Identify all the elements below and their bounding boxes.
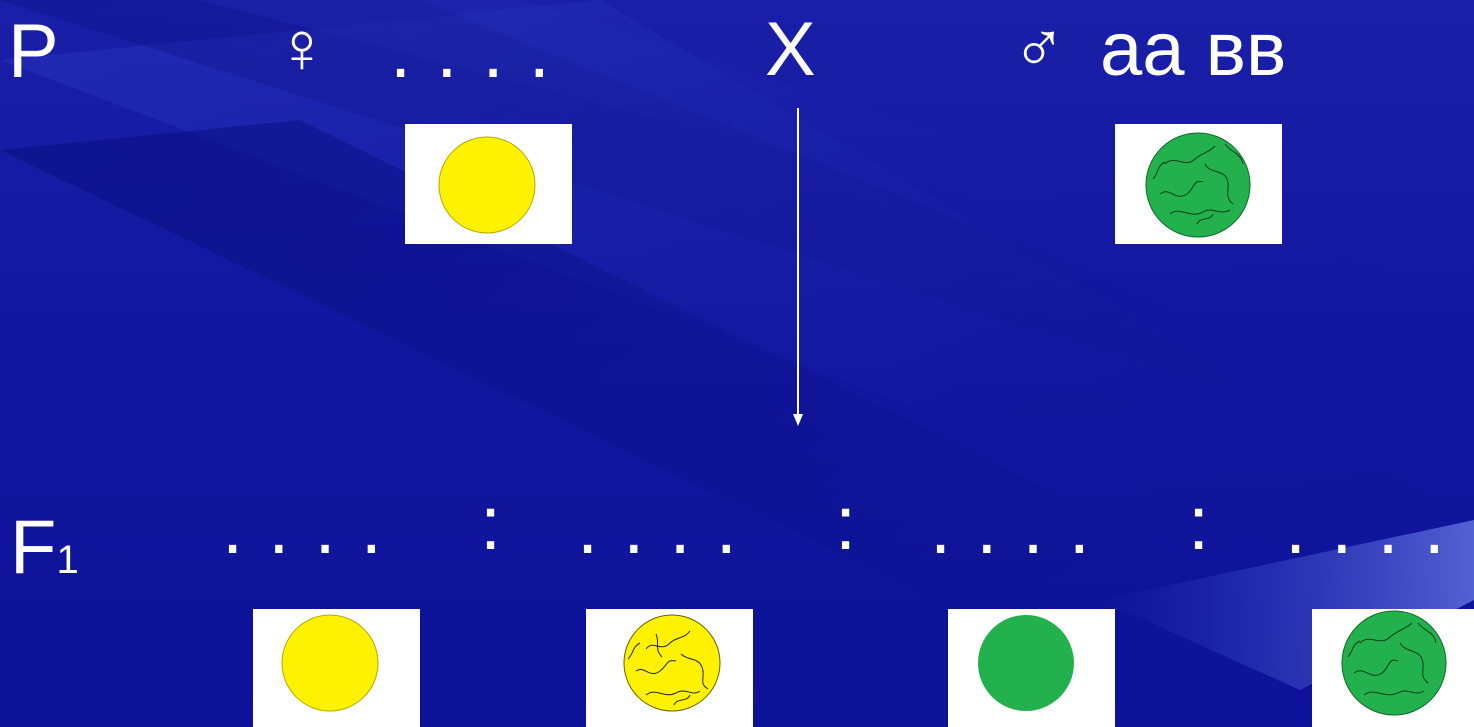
yellow-smooth-seed-icon (405, 124, 572, 244)
parents-row-label: P (8, 14, 59, 90)
female-symbol-icon: ♀ (275, 12, 329, 84)
offspring-genotype-4: . . . . (1285, 490, 1447, 566)
female-seed-card (405, 124, 572, 244)
offspring-row-label-sub: 1 (56, 538, 78, 582)
male-symbol-icon: ♂ (1012, 12, 1066, 84)
offspring-seed-card-2 (586, 609, 753, 727)
offspring-genotype-3: . . . . (930, 490, 1092, 566)
cross-arrow (790, 108, 806, 428)
green-wrinkled-seed-icon (1115, 124, 1282, 244)
green-wrinkled-seed-icon (1312, 609, 1474, 727)
yellow-wrinkled-seed-icon (586, 609, 753, 727)
ratio-separator-2: : (835, 486, 856, 562)
offspring-seed-card-3 (948, 609, 1115, 727)
offspring-seed-card-4 (1312, 609, 1474, 727)
green-smooth-seed-icon (948, 609, 1115, 727)
offspring-row-label-main: F (10, 505, 56, 590)
offspring-genotype-1: . . . . (222, 490, 384, 566)
offspring-genotype-2: . . . . (577, 490, 739, 566)
ratio-separator-1: : (480, 486, 501, 562)
male-seed-card (1115, 124, 1282, 244)
offspring-seed-card-1 (253, 609, 420, 727)
female-genotype: . . . . (390, 14, 552, 90)
ratio-separator-3: : (1188, 486, 1209, 562)
offspring-row-label: F1 (10, 510, 79, 586)
male-genotype: аа вв (1100, 12, 1286, 88)
yellow-smooth-seed-icon (253, 609, 420, 727)
cross-sign: X (765, 12, 816, 88)
